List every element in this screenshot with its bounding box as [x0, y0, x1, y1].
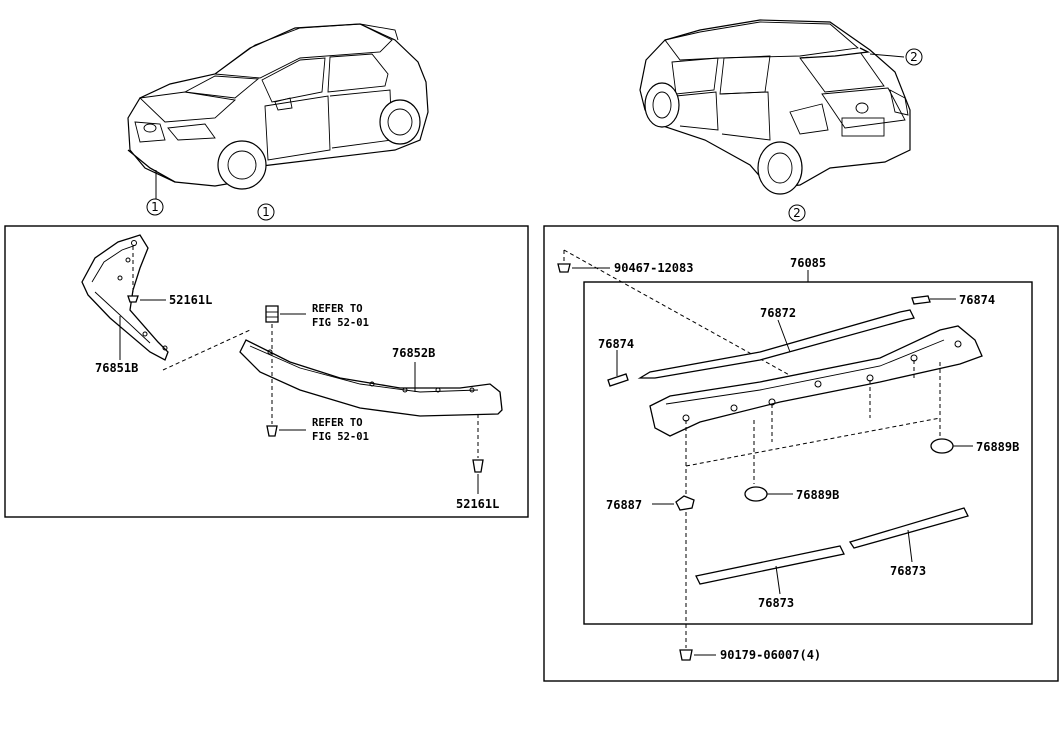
- tape-left-part: [695, 545, 845, 585]
- upper-seal-part: [637, 309, 915, 379]
- tape-right-label: 76873: [890, 564, 926, 578]
- cushion-left-label: 76887: [606, 498, 642, 512]
- fastener-top-icon: [265, 305, 279, 323]
- lower-spoiler-label: 76851B: [95, 361, 138, 375]
- cushion-mid-part: [744, 486, 768, 502]
- pad-left-label: 76874: [598, 337, 634, 351]
- front-spoiler-part: [239, 339, 503, 417]
- rear-car-callout: [905, 48, 923, 66]
- cushion-left-part: [675, 495, 695, 511]
- rear-section-frame: [543, 225, 1059, 682]
- fastener-bottom-icon: [266, 425, 278, 437]
- refer-bottom-line1: REFER TO: [312, 417, 363, 429]
- front-spoiler-label: 76852B: [392, 346, 435, 360]
- clip-bottom-label: 52161L: [456, 497, 499, 511]
- rear-section-callout-number: 2: [793, 206, 801, 220]
- tape-right-part: [848, 507, 969, 549]
- rear-car-illustration: [639, 19, 911, 195]
- clip-top-icon: [127, 295, 139, 303]
- clip-bottom-icon: [472, 459, 484, 473]
- tape-left-label: 76873: [758, 596, 794, 610]
- spoiler-assy-label: 76085: [790, 256, 826, 270]
- refer-top-line2: FIG 52-01: [312, 317, 369, 329]
- nut-90179-icon: [679, 649, 693, 661]
- front-car-callout: [146, 198, 164, 216]
- front-section-callout: [257, 203, 275, 221]
- refer-top-line1: REFER TO: [312, 303, 363, 315]
- cushion-right-part: [930, 438, 954, 454]
- rear-car-callout-number: 2: [910, 50, 918, 64]
- pad-right-label: 76874: [959, 293, 995, 307]
- front-section-frame: [4, 225, 529, 518]
- pad-left-part: [607, 373, 629, 387]
- clip-90467-icon: [557, 263, 571, 273]
- refer-bottom-line2: FIG 52-01: [312, 431, 369, 443]
- nut-90179-label: 90179-06007(4): [720, 648, 821, 662]
- cushion-mid-label: 76889B: [796, 488, 839, 502]
- rear-spoiler-part: [649, 325, 983, 437]
- clip-top-label: 52161L: [169, 293, 212, 307]
- pad-right-part: [911, 295, 931, 305]
- clip-90467-label: 90467-12083: [614, 261, 693, 275]
- front-car-illustration: [127, 23, 429, 199]
- cushion-right-label: 76889B: [976, 440, 1019, 454]
- upper-seal-label: 76872: [760, 306, 796, 320]
- rear-section-callout: [788, 204, 806, 222]
- front-car-callout-number: 1: [151, 200, 159, 214]
- lower-spoiler-part: [81, 234, 169, 361]
- front-section-callout-number: 1: [262, 205, 270, 219]
